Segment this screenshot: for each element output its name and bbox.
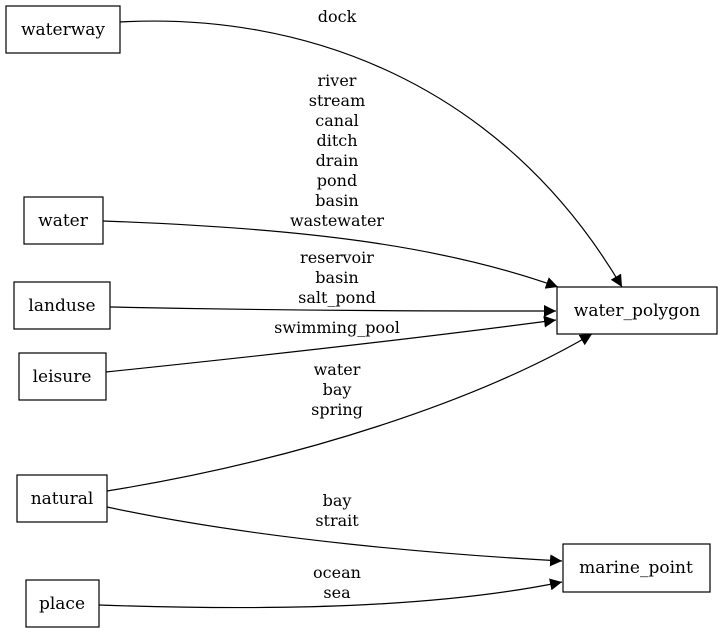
edge-label-bay: bay	[323, 380, 352, 399]
node-label-leisure: leisure	[33, 367, 92, 387]
edge-label-river: river	[318, 71, 357, 90]
node-waterway: waterway	[5, 5, 121, 54]
node-label-water-polygon: water_polygon	[574, 301, 700, 321]
edge-waterway-water-polygon	[119, 20, 623, 288]
edge-label-ocean: ocean	[313, 563, 361, 582]
edge-label-wastewater: wastewater	[290, 211, 384, 230]
node-landuse: landuse	[13, 281, 111, 330]
edge-labels: dock river stream canal ditch drain pond…	[274, 7, 400, 602]
node-label-place: place	[39, 594, 85, 614]
edge-label-basin: basin	[315, 191, 358, 210]
edge-label-salt-pond: salt_pond	[298, 288, 376, 307]
edge-label-ditch: ditch	[316, 131, 357, 150]
edge-label-spring: spring	[311, 400, 363, 419]
edge-label-dock: dock	[318, 7, 357, 26]
edge-landuse-water-polygon	[109, 304, 557, 317]
node-leisure: leisure	[18, 352, 107, 401]
edge-label-stream: stream	[309, 91, 365, 110]
edge-label-bay-marine: bay	[323, 491, 352, 510]
node-water-polygon: water_polygon	[556, 286, 718, 335]
nodes: waterway water landuse leisure natural p…	[5, 5, 718, 628]
node-label-marine-point: marine_point	[579, 558, 693, 578]
node-marine-point: marine_point	[562, 543, 711, 593]
edge-leisure-water-polygon	[105, 315, 557, 373]
node-label-landuse: landuse	[28, 296, 95, 316]
edge-label-sea: sea	[323, 583, 351, 602]
node-natural: natural	[16, 474, 108, 523]
edge-label-strait: strait	[315, 511, 359, 530]
edge-label-water: water	[314, 360, 361, 379]
edge-label-swimming-pool: swimming_pool	[274, 318, 400, 337]
edge-label-reservoir: reservoir	[300, 248, 374, 267]
edge-label-drain: drain	[316, 151, 359, 170]
node-place: place	[25, 579, 100, 628]
edge-label-canal: canal	[315, 111, 358, 130]
edge-natural-marine-point	[106, 506, 563, 567]
edge-water-water-polygon	[102, 220, 559, 289]
edge-label-pond: pond	[317, 171, 357, 190]
node-label-waterway: waterway	[21, 20, 105, 40]
edge-natural-water-polygon	[106, 333, 593, 492]
node-label-water: water	[38, 211, 89, 231]
node-water: water	[23, 196, 104, 245]
edge-place-marine-point	[98, 578, 563, 609]
edge-label-basin-landuse: basin	[315, 268, 358, 287]
node-label-natural: natural	[31, 489, 94, 509]
edges	[98, 20, 623, 609]
